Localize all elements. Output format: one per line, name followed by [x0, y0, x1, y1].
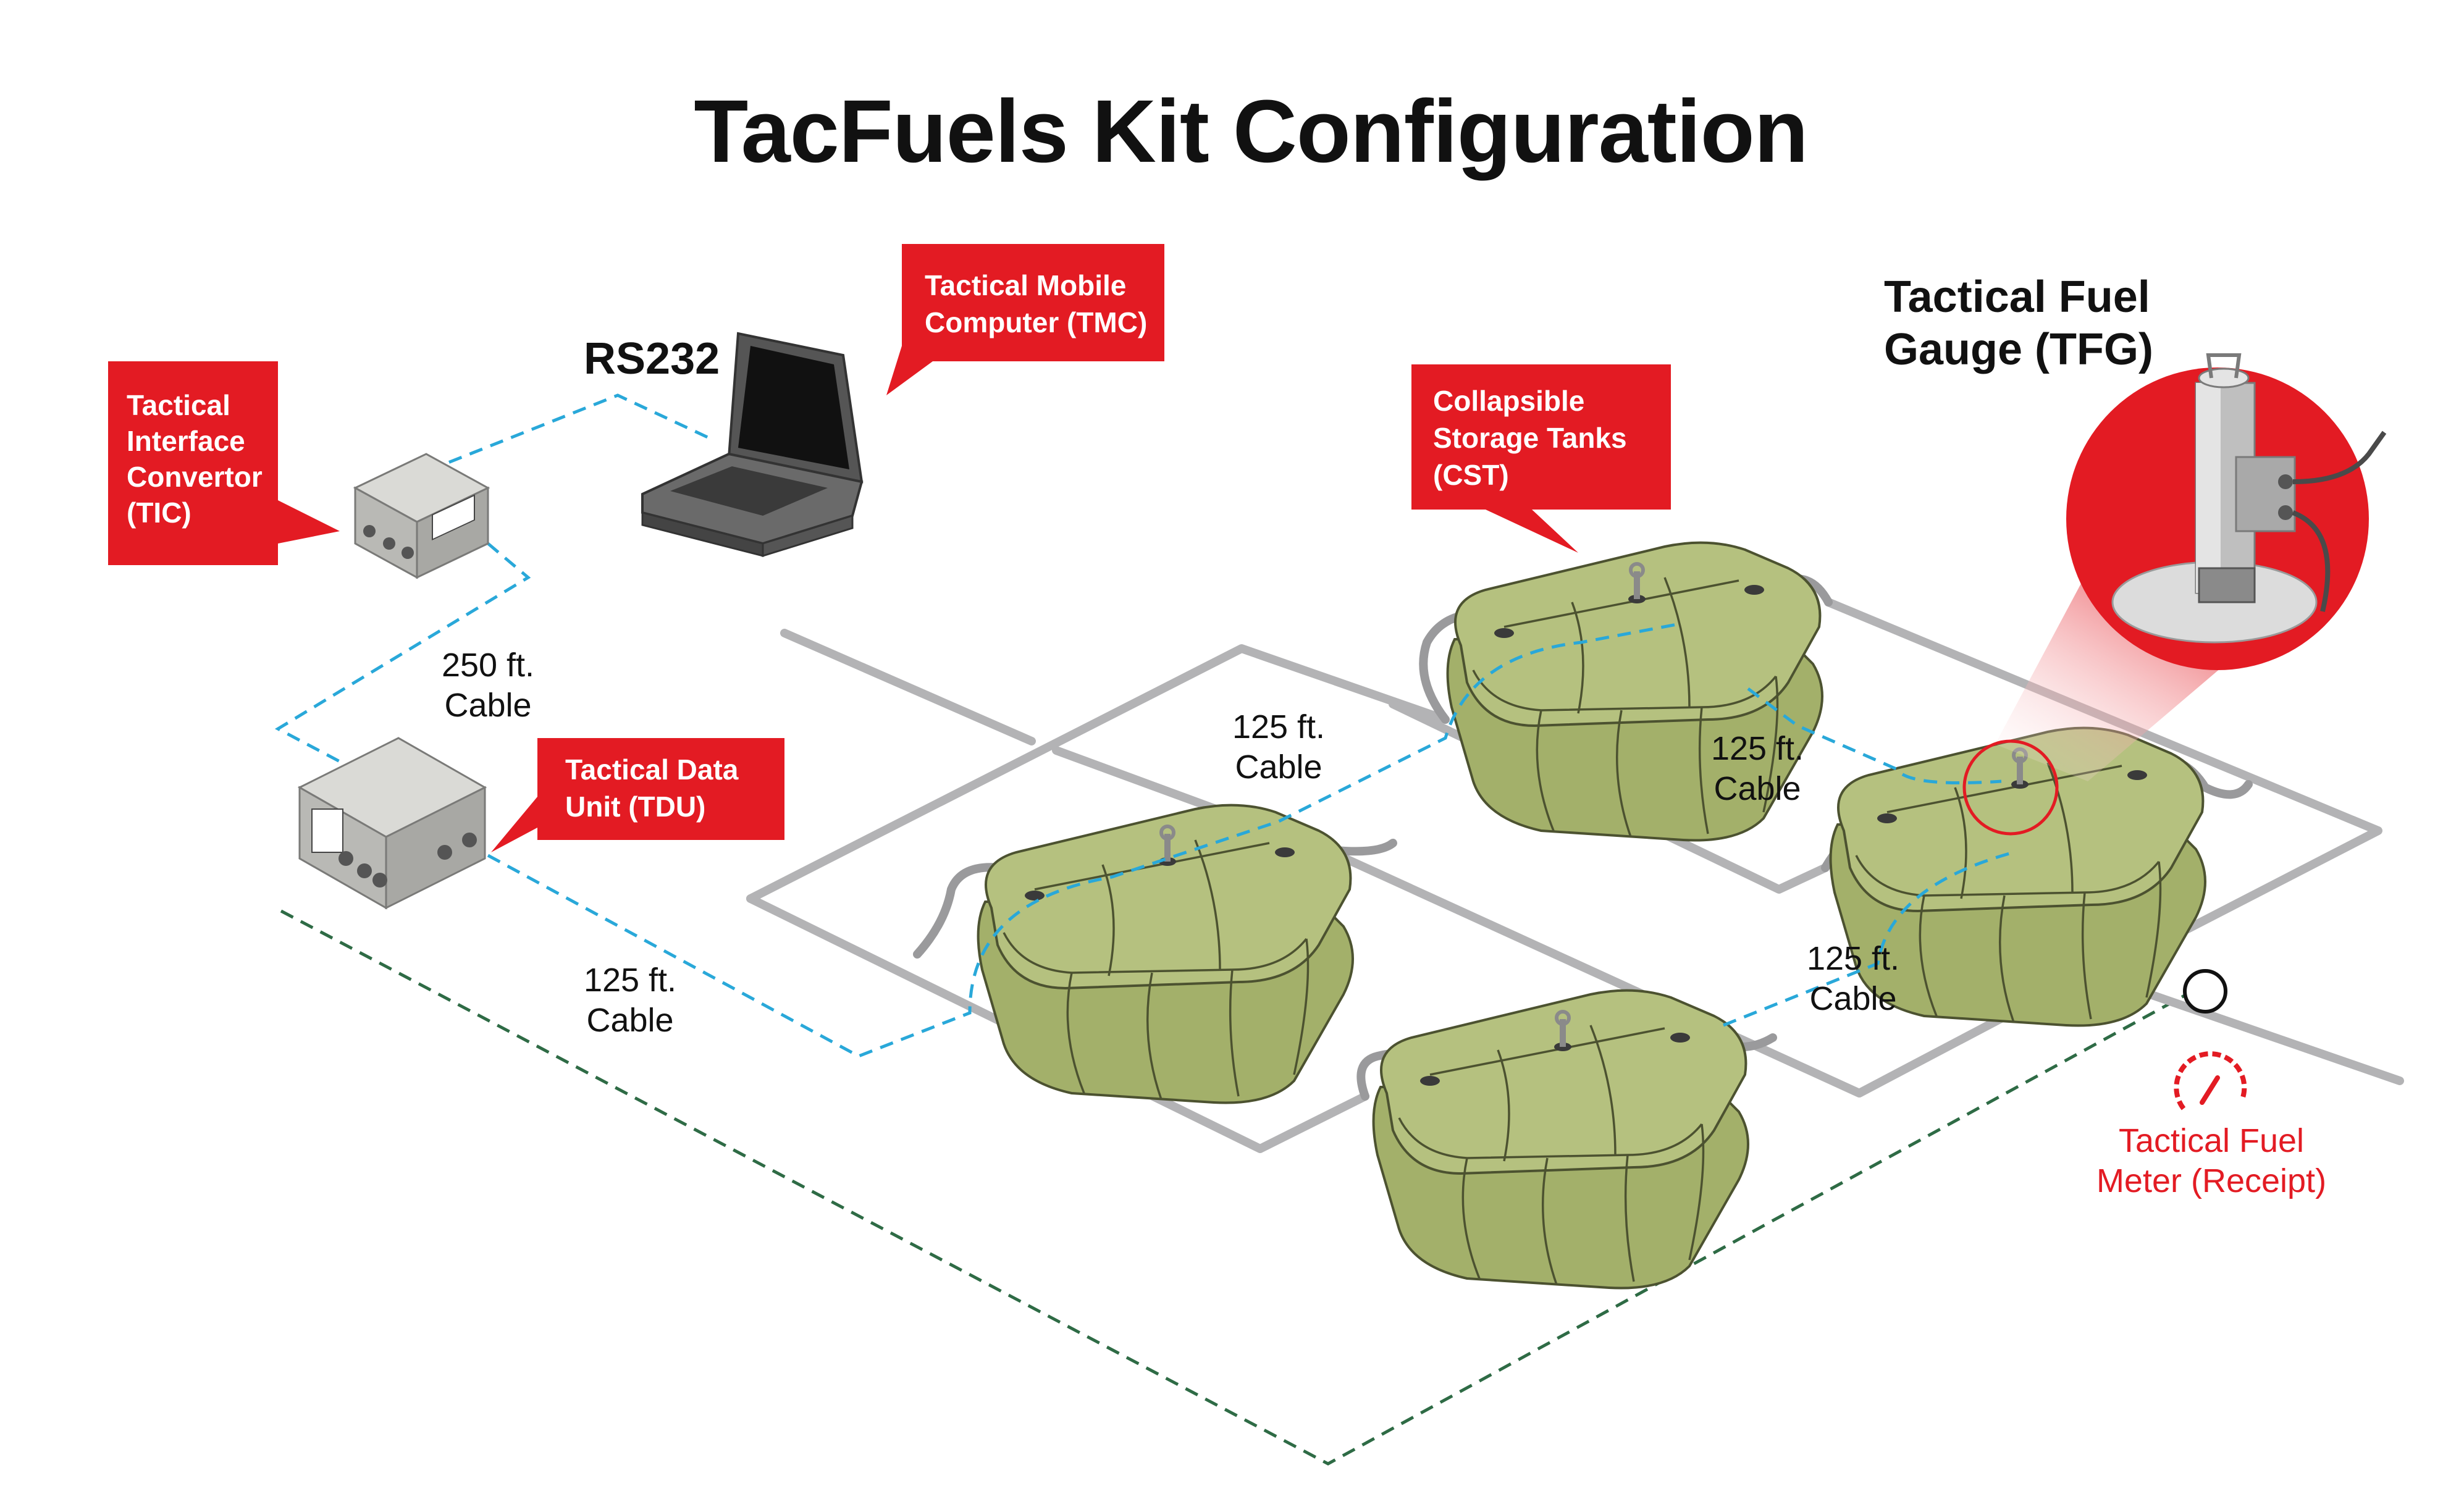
- cable-length: 250 ft.: [442, 647, 534, 684]
- fuel-tank-icon: [1374, 991, 1748, 1288]
- flow-meter-node: [2183, 969, 2227, 1014]
- gauge-highlight-ring: [1962, 739, 2059, 836]
- cable-text: Cable: [1235, 749, 1322, 786]
- gauge-label-line2: Gauge (TFG): [1884, 325, 2153, 374]
- callout-tdu-line: Unit (TDU): [565, 791, 705, 823]
- junction-box-icon: [353, 453, 490, 579]
- cable-label: 125 ft. Cable: [1711, 730, 1804, 807]
- meter-label-line2: Meter (Receipt): [2096, 1162, 2326, 1199]
- cable-text: Cable: [1713, 770, 1801, 807]
- flow-meter-icon: [2174, 1051, 2247, 1110]
- gauge-label-line1: Tactical Fuel: [1884, 272, 2150, 322]
- fuel-tank-icon: [978, 805, 1353, 1103]
- cable-label: 125 ft. Cable: [1232, 708, 1325, 786]
- cable-text: Cable: [444, 687, 531, 724]
- callout-cst-line: (CST): [1433, 459, 1509, 491]
- callout-tmc-line: Computer (TMC): [925, 306, 1147, 338]
- fuel-gauge-icon: [2066, 353, 2387, 670]
- meter-label-line1: Tactical Fuel: [2119, 1122, 2304, 1159]
- callout-tdu: Tactical Data Unit (TDU): [491, 738, 784, 852]
- cable-label: 125 ft. Cable: [1807, 940, 1899, 1017]
- junction-box-icon: [297, 737, 487, 910]
- callout-cst-line: Collapsible: [1433, 385, 1584, 417]
- callout-tic-line: Convertor: [127, 461, 263, 493]
- cable-length: 125 ft.: [1711, 730, 1804, 767]
- cable-text: Cable: [1809, 980, 1896, 1017]
- callout-tmc: Tactical Mobile Computer (TMC): [886, 244, 1164, 395]
- laptop-icon: [641, 332, 864, 558]
- cable-length: 125 ft.: [584, 962, 676, 999]
- callout-cst-line: Storage Tanks: [1433, 422, 1627, 454]
- callout-tic-line: Tactical: [127, 389, 230, 421]
- callout-cst: Collapsible Storage Tanks (CST): [1411, 364, 1671, 553]
- cable-length: 125 ft.: [1232, 708, 1325, 745]
- cable-label: 250 ft. Cable: [442, 647, 534, 724]
- callout-tic-line: Interface: [127, 425, 245, 457]
- cable-label: 125 ft. Cable: [584, 962, 676, 1039]
- tdu-ground-cable: [280, 909, 2188, 1466]
- rs232-label: RS232: [584, 334, 720, 384]
- callout-tmc-line: Tactical Mobile: [925, 269, 1126, 301]
- page-title: TacFuels Kit Configuration: [694, 82, 1807, 181]
- cable-text: Cable: [586, 1002, 673, 1039]
- callout-tdu-line: Tactical Data: [565, 753, 739, 786]
- cable-length: 125 ft.: [1807, 940, 1899, 977]
- callout-tic-line: (TIC): [127, 497, 191, 529]
- callout-tic: Tactical Interface Convertor (TIC): [108, 361, 340, 565]
